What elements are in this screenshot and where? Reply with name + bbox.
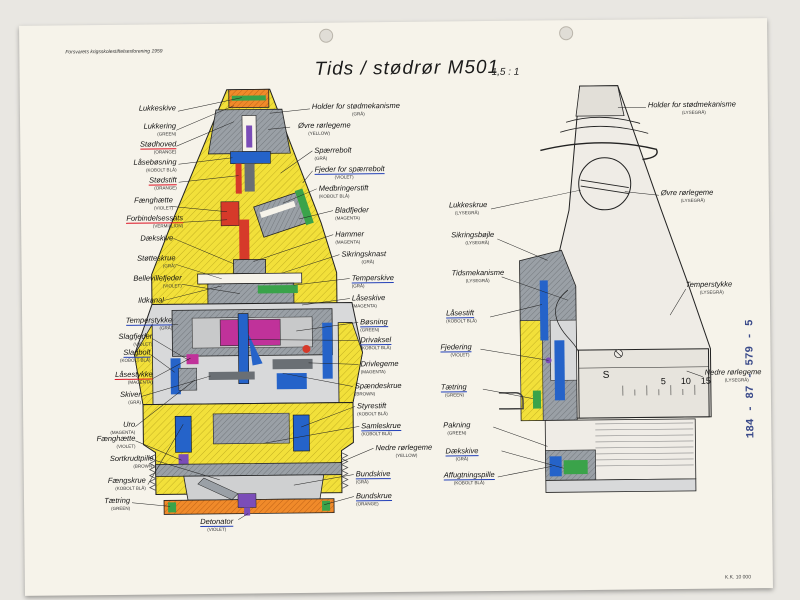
label-fjedering: Fjedering(VIOLET) [440,342,472,358]
label-bladfjeder: Bladfjeder(MAGENTA) [334,205,369,221]
label-temperstykke: Temperstykke(GRÅ) [125,315,173,331]
print-code: K.K. 10 000 [724,574,752,581]
label-spaerrebolt: Spærrebolt(GRÅ) [314,145,352,161]
label-nedre-rorlegeme: Nedre rørlegeme(YELLOW) [375,442,433,459]
label-holder-stodmekanisme: Holder for stødmekanisme(GRÅ) [311,100,400,117]
label-stodhoved: Stødhoved(ORANGE) [139,139,177,155]
label-spaendeskrue: Spændeskrue(BROWN) [354,380,402,397]
label-temperstykke-ext: Temperstykke(LYSEGRÅ) [685,279,733,295]
handwritten-stamp: 184 - 87 - 579 - 5 [744,319,758,439]
exterior-view [498,85,712,493]
dial-number: 10 [680,375,691,387]
label-taetring: Tætring(GREEN) [104,495,131,511]
label-laseskive: Låseskive(MAGENTA) [351,293,386,309]
label-detonator: Detonator(VIOLET) [200,516,234,532]
label-sortkrudtpille: Sortkrudtpille(BROWN) [109,453,154,469]
label-bundskive: Bundskive(GRÅ) [355,469,391,485]
label-taetring-ext: Tætring(GREEN) [440,382,467,398]
label-lukkering: Lukkering(GREEN) [143,121,177,137]
dial-letter: S [602,369,610,381]
label-stotteskrue: Støtteskrue(GRÅ) [137,253,176,269]
label-hammer: Hammer(MAGENTA) [335,229,365,245]
label-sikringsbojle: Sikringsbøjle(LYSEGRÅ) [451,229,495,246]
label-bundskrue: Bundskrue(ORANGE) [355,491,392,507]
section-view [133,88,363,516]
leader-lines-right [480,107,703,478]
label-styrestift: Styrestift(KOBOLT BLÅ) [356,401,388,417]
label-drivaksel: Drivaksel(KOBOLT BLÅ) [360,335,392,351]
label-ovre-rorlegeme-ext: Øvre rørlegeme(LYSEGRÅ) [660,187,714,204]
label-ildkanal: Ildkanal [138,295,164,305]
label-faenghaette: Fænghætte(VIOLET) [134,195,173,211]
label-temperskive: Temperskive(GRÅ) [351,273,394,289]
label-ovre-rorlegeme: Øvre rørlegeme(YELLOW) [298,120,351,136]
label-stodstift: Stødstift(ORANGE) [149,175,177,191]
label-bellevillefjeder: Bellevillefjeder(VIOLET) [133,273,182,289]
dial-number: 5 [660,376,666,387]
label-slagfjeder: Slagfjeder(VIOLET) [118,331,153,347]
label-holder-stodmekanisme-ext: Holder for stødmekanisme(LYSEGRÅ) [647,99,736,115]
label-lasebosning: Låsebøsning(KOBOLT BLÅ) [133,157,177,173]
label-bosning: Bøsning(GREEN) [360,317,388,333]
leader-lines [132,97,374,520]
label-affugtningspille: Affugtningspille(KOBOLT BLÅ) [443,469,495,486]
label-lasestift: Låsestift(KOBOLT BLÅ) [446,308,477,324]
label-lukkeskrue: Lukkeskrue(LYSEGRÅ) [448,200,488,216]
label-fjeder-spaerrebolt: Fjeder for spærrebolt(VIOLET) [314,164,385,180]
label-daekskive-ext: Dækskive(GRÅ) [445,446,479,462]
label-drivlegeme: Drivlegeme(MAGENTA) [360,358,399,375]
label-sikringsknast: Sikringsknast(GRÅ) [341,249,387,265]
label-medbringerstift: Medbringerstift(KOBOLT BLÅ) [318,183,369,199]
label-lukkeskive: Lukkeskive [138,103,176,113]
label-samleskrue: Samleskrue(KOBOLT BLÅ) [361,420,401,437]
label-pakning: Pakning(GREEN) [443,420,471,436]
fuze-diagram [132,85,712,520]
label-slagbolt: Slagbolt(KOBOLT BLÅ) [119,347,151,363]
label-forbindelsessats: Forbindelsessats(VERMILLION) [126,213,184,229]
label-lasestykke: Låsestykke(MAGENTA) [115,369,153,385]
label-tidsmekanisme: Tidsmekanisme(LYSEGRÅ) [451,267,505,284]
label-daekskive: Dækskive [140,233,174,243]
drawing-sheet: Forsvarets krigsskolestiftelsesforening … [19,18,773,596]
label-faenghaette-2: Fænghætte(VIOLET) [96,433,136,449]
label-skiver: Skiver(GRÅ) [120,389,142,405]
label-faengskrue: Fængskrue(KOBOLT BLÅ) [107,475,146,491]
